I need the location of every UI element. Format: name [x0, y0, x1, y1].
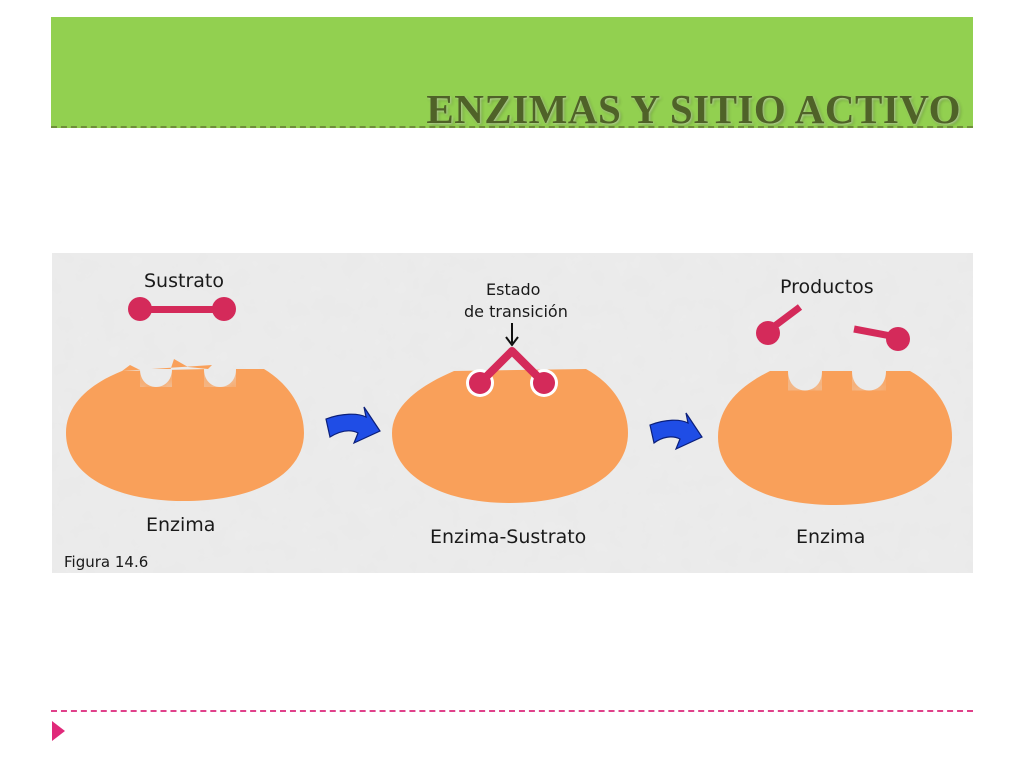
product-molecule-1: [756, 304, 803, 345]
slide-title: ENZIMAS Y SITIO ACTIVO: [426, 86, 961, 132]
stage-enzyme-substrate: Estado de transición Enzima-Sustrato: [392, 280, 628, 548]
enzyme-diagram: Sustrato Enzima Estado de transición: [52, 253, 973, 573]
label-de-transicion: de transición: [464, 302, 568, 321]
arrow-2-icon: [649, 412, 703, 451]
label-enzima-sustrato: Enzima-Sustrato: [430, 526, 586, 548]
label-productos: Productos: [780, 276, 874, 298]
label-enzima-3: Enzima: [796, 526, 865, 548]
stage-enzyme-free: Sustrato Enzima: [52, 253, 304, 536]
transition-state-molecule: [466, 347, 558, 397]
figure-caption: Figura 14.6: [64, 553, 148, 571]
substrate-molecule: [128, 297, 236, 321]
label-enzima-1: Enzima: [146, 514, 215, 536]
footer-divider: [51, 710, 973, 712]
enzyme-shape-1: [52, 253, 304, 501]
transition-pointer-icon: [505, 323, 519, 347]
label-sustrato: Sustrato: [144, 270, 224, 292]
stage-enzyme-products: Productos Enzima: [718, 276, 952, 548]
enzyme-shape-3: [718, 371, 952, 505]
bullet-arrow-icon: [52, 721, 65, 741]
arrow-1-icon: [325, 406, 381, 445]
label-estado: Estado: [486, 280, 540, 299]
enzyme-shape-2: [392, 369, 628, 503]
product-molecule-2: [853, 325, 910, 351]
title-bar: ENZIMAS Y SITIO ACTIVO: [51, 17, 973, 132]
